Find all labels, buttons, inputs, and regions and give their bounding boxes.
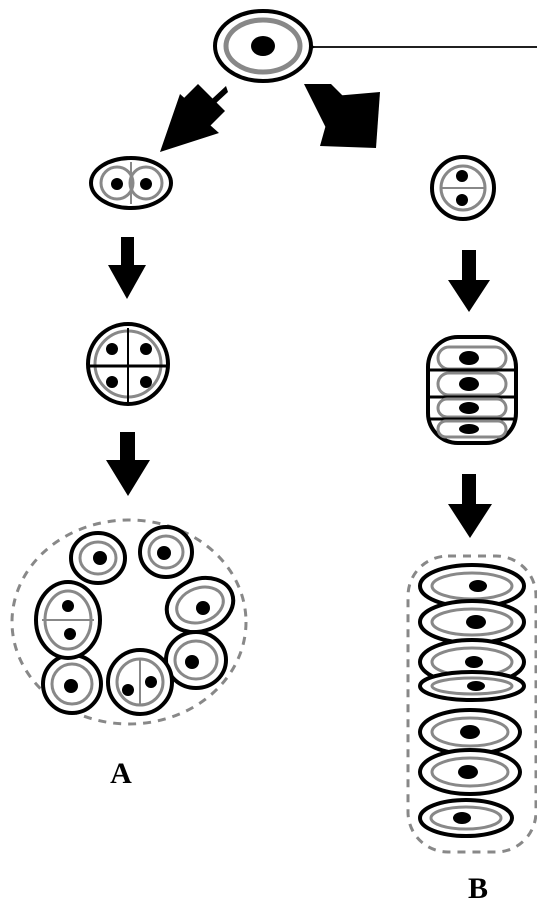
- left-four-cell: [88, 324, 168, 404]
- colony-a-cell: [43, 655, 101, 713]
- colony-b-cell: [420, 750, 520, 794]
- colony-a: [12, 520, 246, 724]
- right-four-cell-stack: [428, 337, 516, 443]
- label-a: A: [110, 757, 132, 790]
- colony-a-cell: [36, 582, 100, 658]
- right-arrow-2: [448, 474, 492, 538]
- initial-cell: [215, 11, 311, 81]
- colony-a-cell: [108, 650, 172, 714]
- label-b: B: [468, 872, 488, 905]
- colony-b-cell: [420, 601, 524, 643]
- right-two-cell: [432, 157, 494, 219]
- left-arrow-2: [106, 432, 150, 496]
- right-arrow-1: [448, 250, 490, 312]
- colony-a-cell: [140, 527, 192, 577]
- left-two-cell: [91, 158, 171, 208]
- left-arrow-1: [108, 237, 146, 299]
- colony-b-filament: [408, 556, 536, 852]
- colony-b-cell: [420, 672, 524, 700]
- colony-a-cell: [166, 632, 226, 688]
- colony-b-cell: [420, 800, 512, 836]
- colony-a-cell: [71, 533, 125, 583]
- colony-b-cell: [420, 710, 520, 754]
